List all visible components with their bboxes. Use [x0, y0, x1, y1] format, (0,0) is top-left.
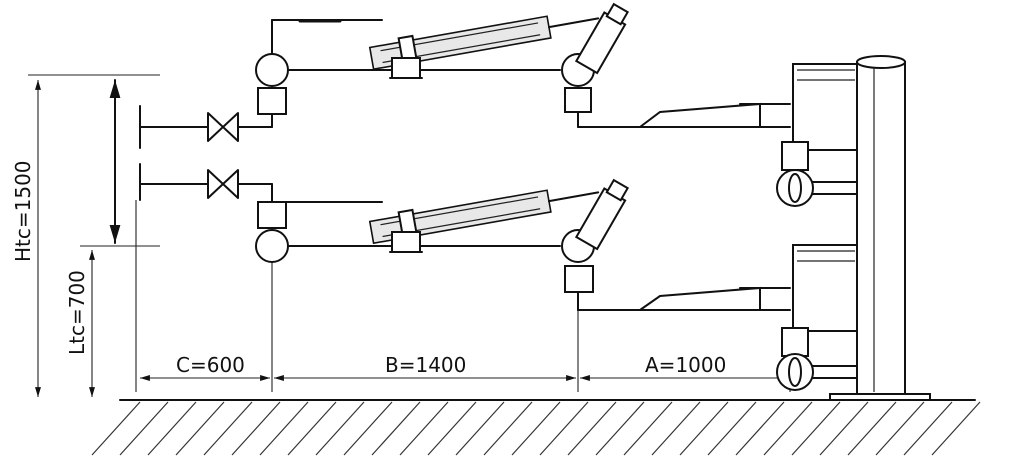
c-dimension-label: C=600	[176, 353, 245, 377]
ground-hatch-line	[231, 401, 281, 456]
ground-hatch-line	[315, 401, 365, 456]
ground-hatch-line	[511, 401, 561, 456]
a-dimension-label: A=1000	[645, 353, 726, 377]
lower-loading-arm	[139, 163, 791, 311]
ground-hatch-line	[903, 401, 953, 456]
ground-hatch-line	[651, 401, 701, 456]
ground-hatch-line	[707, 401, 757, 456]
support-structure	[776, 55, 931, 401]
ground-hatch-line	[931, 401, 981, 456]
ground-hatch-line	[147, 401, 197, 456]
ground-hatch-line	[175, 401, 225, 456]
ground-hatch-line	[343, 401, 393, 456]
ground-hatch-line	[819, 401, 869, 456]
ground-hatch-line	[567, 401, 617, 456]
ground-hatch-line	[287, 401, 337, 456]
ground-hatch-line	[259, 401, 309, 456]
dimension-lines	[28, 74, 791, 397]
htc-dimension-label: Htc=1500	[11, 160, 35, 262]
ground-hatch-line	[483, 401, 533, 456]
ground-hatch-line	[735, 401, 785, 456]
ground-hatch-line	[119, 401, 169, 456]
ground	[91, 399, 981, 456]
upper-valve-icon	[207, 112, 239, 142]
ground-hatch-line	[203, 401, 253, 456]
ground-hatch-line	[595, 401, 645, 456]
upper-loading-arm	[139, 2, 791, 149]
ground-hatch-line	[427, 401, 477, 456]
ground-hatch-line	[91, 401, 141, 456]
b-dimension-label: B=1400	[385, 353, 466, 377]
ground-hatch-line	[399, 401, 449, 456]
ground-hatch-line	[791, 401, 841, 456]
ground-hatch-line	[455, 401, 505, 456]
ground-hatch-line	[763, 401, 813, 456]
lower-valve-icon	[207, 169, 239, 199]
ground-hatch-line	[371, 401, 421, 456]
ground-hatch-line	[679, 401, 729, 456]
ltc-dimension-label: Ltc=700	[65, 270, 89, 355]
ground-hatch-line	[623, 401, 673, 456]
ground-hatch-line	[847, 401, 897, 456]
ground-hatch-line	[875, 401, 925, 456]
ground-hatch-line	[539, 401, 589, 456]
